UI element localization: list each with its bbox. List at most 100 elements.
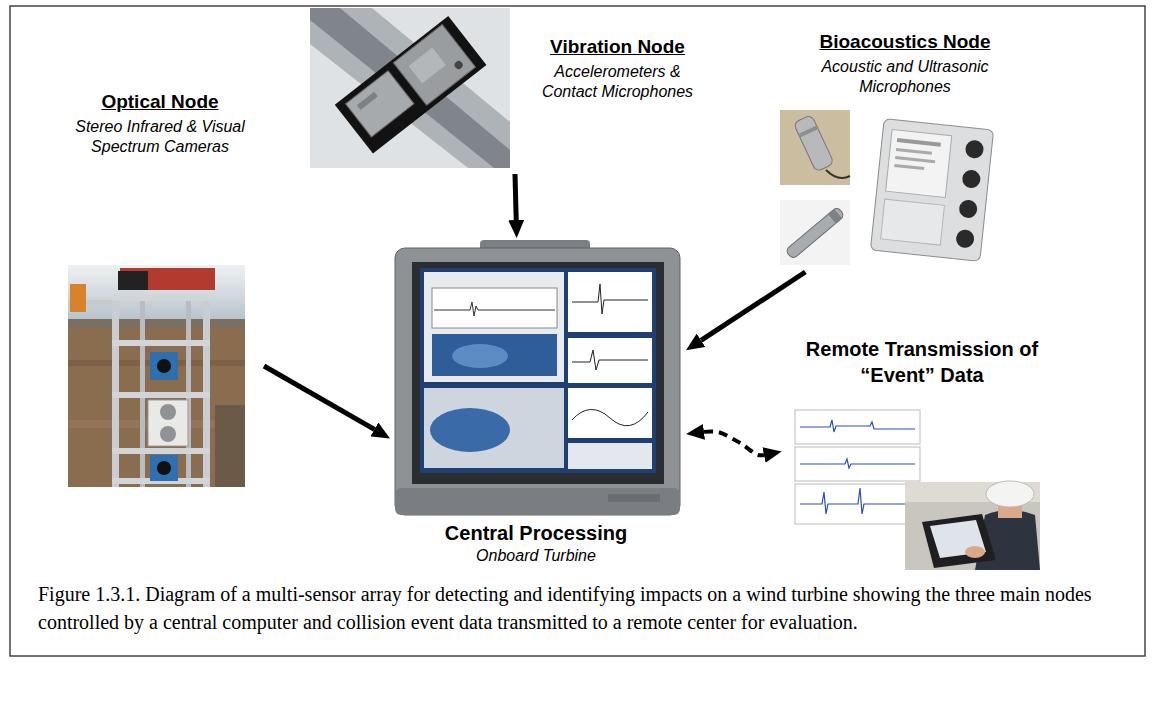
node-text-group: Central ProcessingOnboard Turbine	[390, 520, 682, 566]
sensor-data-arrow	[264, 366, 374, 429]
vibration-node-photo-part-part	[357, 92, 378, 110]
bioacoustics-node-photo-part	[785, 207, 845, 260]
vibration-node-photo-part-part	[409, 48, 446, 84]
node-description: Stereo Infrared & Visual Spectrum Camera…	[70, 117, 250, 157]
bioacoustics-node-photo-part-part	[798, 125, 818, 137]
vibration-node-photo-part-part	[393, 25, 475, 106]
optical-node-photo-part	[160, 404, 176, 420]
remote-event-data-photo-part	[795, 447, 920, 481]
central-laptop-photo-part	[608, 494, 660, 502]
bioacoustics-node-photo-part	[780, 110, 850, 185]
optical-node-photo-part	[150, 352, 178, 380]
remote-transmission-arrow	[704, 431, 764, 455]
bioacoustics-node-photo-part-part	[870, 119, 993, 262]
optical-node-photo-part	[160, 426, 176, 442]
vibration-node-photo-part-part	[453, 59, 464, 70]
remote-event-data-photo-part	[800, 488, 915, 514]
optical-node-photo-part	[203, 295, 210, 487]
central-laptop-photo-part	[572, 350, 648, 370]
remote-event-data-photo-part	[800, 420, 915, 432]
bioacoustics-node-photo-part-part	[881, 199, 945, 245]
figure-caption: Figure 1.3.1. Diagram of a multi-sensor …	[38, 580, 1120, 636]
node-heading: Optical Node	[60, 90, 260, 115]
central-laptop-photo-part	[420, 268, 656, 473]
bioacoustics-node-photo-part	[855, 115, 1010, 265]
remote-event-data-photo-part	[922, 514, 996, 568]
node-description: Acoustic and Ultrasonic Microphones	[818, 57, 993, 97]
optical-node-photo-part	[112, 295, 119, 487]
node-text-group: Bioacoustics NodeAcoustic and Ultrasonic…	[775, 30, 1035, 97]
bioacoustics-node-photo-part-part	[894, 164, 924, 170]
bioacoustics-node-photo-part-part	[896, 148, 932, 155]
central-laptop-photo-part	[572, 284, 648, 314]
optical-node: Optical NodeStereo Infrared & Visual Spe…	[60, 90, 264, 490]
central-laptop-photo-part	[568, 443, 652, 469]
optical-node-photo-part	[118, 271, 148, 290]
optical-node-photo-part	[157, 359, 171, 373]
central-laptop-photo-part	[434, 302, 555, 316]
central-laptop-photo-part	[412, 262, 664, 484]
remote-event-data-photo-part	[795, 484, 920, 524]
optical-node-photo-part	[148, 400, 188, 446]
node-text-group: Remote Transmission of “Event” Data	[782, 336, 1062, 388]
central-laptop-photo	[395, 240, 680, 515]
central-laptop-photo-part	[424, 272, 564, 382]
optical-node-photo-part	[186, 295, 191, 487]
optical-node-photo-part	[112, 295, 210, 301]
central-laptop-photo-part	[452, 344, 508, 368]
node-text-group: Optical NodeStereo Infrared & Visual Spe…	[60, 90, 260, 157]
bioacoustics-node-photo-part-part	[886, 129, 952, 197]
figure-border	[10, 6, 1145, 656]
bioacoustics-node-photo-part-part	[961, 169, 981, 189]
optical-node-photo-part	[157, 461, 171, 475]
bioacoustics-node-photo-part	[793, 115, 834, 172]
bioacoustics-node-photo-part-part	[958, 199, 978, 219]
central-laptop-photo-part	[568, 272, 652, 332]
node-description: Onboard Turbine	[390, 546, 682, 566]
node-description: Accelerometers & Contact Microphones	[533, 62, 703, 102]
optical-node-photo-part	[140, 295, 145, 487]
optical-node-photo-part	[68, 265, 245, 487]
node-heading: Bioacoustics Node	[775, 30, 1035, 55]
node-heading: Remote Transmission of “Event” Data	[782, 336, 1062, 388]
remote-transmission-node: Remote Transmission of “Event” Data	[782, 336, 1066, 574]
central-laptop-photo-part	[395, 248, 680, 515]
central-laptop-photo-part	[432, 288, 557, 328]
bioacoustics-node-photo-part-part	[793, 115, 834, 172]
remote-event-data-photo-part	[905, 482, 1040, 570]
central-laptop-photo-part	[572, 409, 648, 425]
central-laptop-photo-part	[568, 338, 652, 383]
node-text-group: Vibration NodeAccelerometers & Contact M…	[520, 35, 715, 102]
optical-node-photo-part	[112, 448, 210, 454]
vibration-node-photo-part-part	[335, 16, 487, 154]
caption-area: Figure 1.3.1. Diagram of a multi-sensor …	[38, 580, 1120, 636]
vibration-node-photo-part	[310, 8, 510, 168]
bioacoustics-node-photo-part-part	[897, 138, 941, 147]
bioacoustics-node-photo-part	[826, 170, 850, 178]
sensor-data-arrow	[515, 174, 516, 220]
bioacoustics-node: Bioacoustics NodeAcoustic and Ultrasonic…	[775, 30, 1039, 272]
optical-node-photo-part	[112, 340, 210, 346]
central-laptop-photo-part	[395, 488, 680, 515]
bioacoustics-node-photo-part	[870, 119, 993, 262]
central-laptop-photo-part	[568, 388, 652, 438]
bioacoustics-node-photo-part-part	[895, 156, 935, 163]
bioacoustics-node-photo-part-part	[785, 207, 845, 260]
vibration-node-photo-part	[310, 8, 510, 168]
sensor-data-arrow	[701, 272, 805, 340]
optical-node-photo	[68, 265, 245, 487]
central-laptop-photo-part	[424, 388, 564, 468]
vibration-node-photo-part	[335, 16, 487, 154]
node-heading: Vibration Node	[520, 35, 715, 60]
central-laptop-photo-part	[430, 408, 510, 452]
node-heading: Central Processing	[390, 520, 682, 546]
optical-node-photo-part	[150, 455, 178, 481]
central-laptop-photo-part	[432, 334, 557, 376]
optical-node-photo-part	[68, 265, 245, 321]
bioacoustics-node-photo	[780, 110, 1010, 265]
bioacoustics-node-photo-part-part	[965, 139, 985, 159]
bioacoustics-node-photo-part-part	[955, 229, 975, 249]
optical-node-photo-part	[112, 392, 210, 398]
vibration-node-photo-part	[310, 8, 510, 168]
